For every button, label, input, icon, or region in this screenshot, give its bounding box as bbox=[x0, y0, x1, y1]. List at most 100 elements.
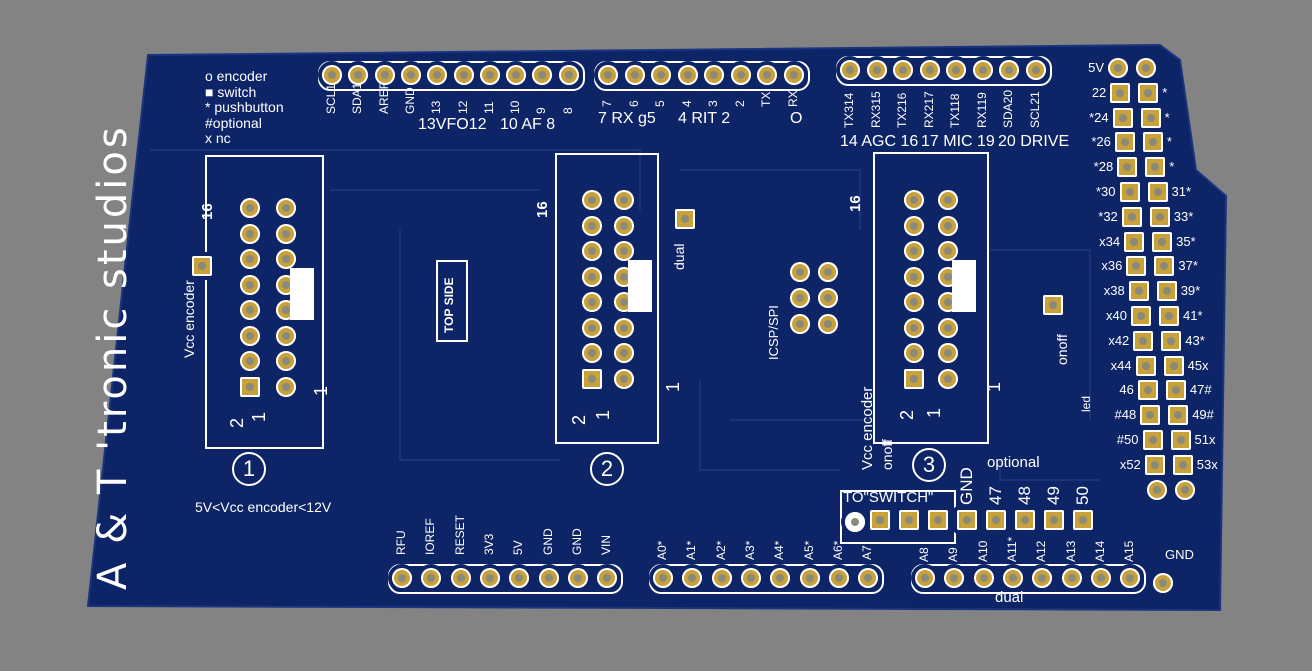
connector-3-pin1-outer: 1 bbox=[984, 381, 1004, 392]
connector-1-pin bbox=[240, 376, 260, 397]
top-header-1-pin bbox=[427, 65, 448, 85]
right-header-left-label: x36 bbox=[1101, 258, 1123, 274]
power-header-pin-label: 3V3 bbox=[481, 533, 496, 555]
connector-3-pin bbox=[938, 317, 958, 338]
connector-3-pin bbox=[904, 266, 924, 287]
right-header-left-label: x44 bbox=[1110, 357, 1132, 373]
right-header-left-label: x42 bbox=[1108, 332, 1130, 348]
right-header-left-label: 46 bbox=[1119, 382, 1134, 398]
power-header-pin bbox=[538, 568, 559, 588]
connector-2-pin bbox=[582, 215, 602, 236]
top-header-1-pin-label: 13 bbox=[429, 100, 444, 114]
right-header-pin bbox=[1142, 132, 1163, 153]
connector-1-pin1: 1 bbox=[249, 411, 269, 422]
group-label-af: 10 AF 8 bbox=[500, 116, 556, 133]
analog-header-pin-label: A0* bbox=[655, 540, 669, 560]
right-header-right-label: 47# bbox=[1189, 382, 1212, 398]
connector-3-number: 3 bbox=[912, 448, 946, 482]
legend-item: ■ switch bbox=[205, 83, 257, 100]
analog-header-pin-label: A7 bbox=[860, 545, 875, 560]
analog-header-2-pin bbox=[915, 568, 935, 588]
analog-header-2-pin-label: A15 bbox=[1122, 540, 1137, 562]
right-header-pin bbox=[1137, 380, 1158, 401]
connector-3-pin bbox=[938, 343, 958, 363]
connector-2-pin bbox=[614, 215, 634, 236]
legend-item: o encoder bbox=[205, 68, 268, 84]
right-header-pin bbox=[1117, 157, 1138, 178]
switch-title: TO"SWITCH" bbox=[843, 489, 934, 506]
top-header-3-pin-label: RX315 bbox=[868, 91, 883, 128]
right-header-pin bbox=[1108, 58, 1128, 78]
power-header-outline bbox=[388, 564, 624, 594]
right-header-right-label: 35* bbox=[1176, 233, 1196, 249]
connector-3-outline bbox=[873, 152, 989, 444]
connector-1-number: 1 bbox=[232, 452, 266, 486]
right-header-pin bbox=[1149, 206, 1170, 227]
top-header-2-outline bbox=[594, 61, 810, 91]
analog-header-2-pin bbox=[1061, 568, 1082, 588]
onoff-label-3: onoff bbox=[879, 439, 895, 470]
onoff-pad bbox=[1043, 295, 1063, 315]
top-header-3-pin-label: RX119 bbox=[974, 92, 989, 128]
connector-2-pin bbox=[582, 241, 602, 261]
switch-header-pad bbox=[986, 510, 1006, 530]
right-header-left-label: 22 bbox=[1091, 84, 1107, 100]
right-header-pin bbox=[1135, 355, 1156, 376]
top-header-2-pin bbox=[783, 65, 804, 85]
top-header-3-pin-label: SDA20 bbox=[1001, 89, 1015, 128]
connector-1-pin bbox=[276, 249, 296, 269]
right-header-right-label: 41* bbox=[1183, 308, 1203, 323]
connector-3-pin2: 2 bbox=[897, 409, 917, 420]
power-header-pin bbox=[479, 568, 500, 588]
connector-3-pin bbox=[938, 368, 958, 389]
right-header-pin bbox=[1144, 454, 1165, 475]
legend-item: * pushbutton bbox=[205, 99, 284, 115]
switch-pin-label: GND bbox=[957, 467, 976, 505]
connector-2-pin1-outer: 1 bbox=[663, 381, 683, 392]
top-header-3-pin bbox=[840, 60, 860, 80]
connector-1-pin bbox=[276, 198, 296, 218]
analog-header-pin bbox=[711, 568, 732, 588]
switch-pin-label: 50 bbox=[1073, 486, 1092, 505]
top-header-1-pin bbox=[479, 65, 500, 85]
right-header-left-label: *24 bbox=[1089, 109, 1109, 125]
right-header-pin bbox=[1114, 132, 1135, 153]
top-header-1-pin-label: 9 bbox=[534, 107, 549, 114]
group-label-rit: 4 RIT 2 bbox=[678, 110, 731, 127]
top-header-1-pin-label: 12 bbox=[455, 100, 470, 114]
connector-1-pin bbox=[276, 223, 296, 244]
vcc-encoder-label-3: Vcc encoder bbox=[859, 386, 876, 470]
analog-header-pin-label: A6* bbox=[830, 540, 845, 560]
right-header-pin bbox=[1145, 157, 1166, 178]
right-header-right-label: 31* bbox=[1171, 184, 1192, 199]
top-header-2-pin-label: 6 bbox=[626, 100, 641, 107]
top-header-3-pin bbox=[999, 60, 1019, 80]
connector-1-key bbox=[290, 268, 314, 320]
power-header-pin bbox=[421, 568, 442, 588]
connector-2-pin16: 16 bbox=[534, 201, 551, 218]
right-header-pin bbox=[1170, 430, 1191, 450]
dual-pad bbox=[675, 209, 695, 229]
top-header-3-pin bbox=[1025, 60, 1046, 80]
connector-2-pin bbox=[614, 343, 634, 363]
connector-3-pin bbox=[938, 241, 958, 261]
switch-header-pad bbox=[899, 510, 919, 530]
switch-hole-pad bbox=[845, 512, 865, 532]
connector-3-pin16: 16 bbox=[847, 195, 864, 212]
analog-header-2-pin bbox=[1090, 568, 1111, 588]
group-label-rx: 7 RX g5 bbox=[598, 110, 656, 127]
right-header-left-label: 5V bbox=[1088, 60, 1104, 75]
top-header-2-pin-label: 2 bbox=[732, 100, 747, 107]
top-header-1-pin-label: GND bbox=[402, 87, 417, 114]
top-header-1-pin bbox=[374, 65, 395, 85]
right-header-pin bbox=[1161, 330, 1182, 351]
right-header-pin bbox=[1124, 231, 1145, 252]
connector-1-pin16: 16 bbox=[199, 203, 216, 220]
top-header-3-pin bbox=[972, 60, 993, 80]
right-header-pin bbox=[1140, 107, 1161, 128]
top-header-3-pin-label: SCL21 bbox=[1027, 91, 1042, 128]
top-header-2-pin bbox=[730, 65, 751, 85]
group-label-vfo: 13VFO12 bbox=[418, 116, 487, 133]
connector-1-pin bbox=[240, 351, 260, 371]
traces bbox=[150, 149, 1100, 481]
